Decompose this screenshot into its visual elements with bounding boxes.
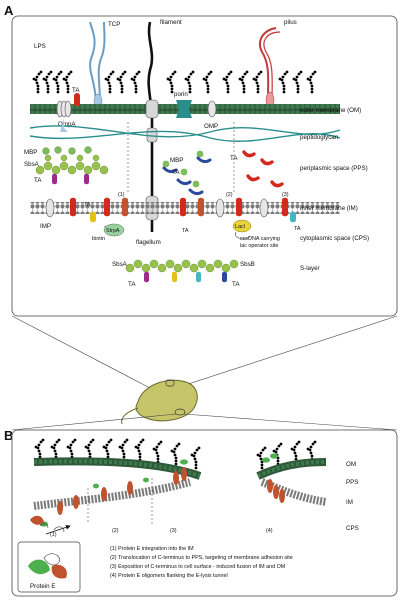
layer-slayer-label: S-layer <box>300 265 320 272</box>
s-layer-chain <box>125 259 239 273</box>
imp-protein <box>45 198 55 218</box>
zoom-line-left-b <box>11 413 177 431</box>
imp-label: IMP <box>40 223 51 230</box>
ta-im1-label: TA <box>84 202 91 208</box>
ta-im2-label: TA <box>182 228 189 234</box>
zoom-line-right-a <box>175 315 398 389</box>
pilus-label: pilus <box>284 19 297 26</box>
b-layer-pps: PPS <box>346 479 358 486</box>
mbp-ta-middle <box>162 150 212 196</box>
ta-right-label: TA <box>230 155 238 162</box>
arrow-b <box>45 524 71 535</box>
b-legend-4: (4) Protein E oligomers flanking the E-l… <box>110 573 228 579</box>
sbsa-left-label: SbsA <box>24 161 40 168</box>
cccdna-label: cccDNA carrying <box>240 236 280 242</box>
ta-teal <box>290 211 296 223</box>
sbsa-periplasm <box>35 154 109 175</box>
ta-om-label: TA <box>72 87 80 94</box>
lac-site-label: lac operator site <box>240 243 278 249</box>
ta-s-layer <box>144 271 227 283</box>
b-layer-im: IM <box>346 499 353 506</box>
tcp-label: TCP <box>108 21 120 28</box>
biotin-label: biotin <box>92 236 105 242</box>
ta-free-right <box>242 150 284 188</box>
laci-label: LacI <box>235 224 245 230</box>
ta-om-protein <box>74 93 80 107</box>
strpa-protein <box>103 223 125 237</box>
pilus-shape <box>258 27 277 105</box>
ompa-protein <box>56 100 72 118</box>
ta-pps-left <box>52 173 89 185</box>
lps-label: LPS <box>34 43 46 50</box>
ta-bl-label: TA <box>128 281 136 288</box>
panel-a-frame <box>11 15 398 317</box>
tcp-pilus <box>89 21 97 105</box>
ta-im-proteins <box>70 197 288 218</box>
sbsa-bottom-label: SbsA <box>112 261 128 268</box>
b-legend-3: (3) Exposition of C-terminus to cell sur… <box>110 564 286 570</box>
ompa-label: OmpA <box>58 121 76 128</box>
step2-label: (2) <box>226 192 233 198</box>
b-step-2: (2) <box>112 528 119 534</box>
omp-label: OMP <box>204 123 218 130</box>
porin-label: porin <box>174 91 188 98</box>
im-b-left <box>33 478 192 510</box>
layer-pg-label: peptidoglycan <box>300 134 339 141</box>
zoom-line-right-b <box>183 413 398 431</box>
ta-im4-label: TA <box>294 226 301 232</box>
b-legend-2: (2) Translocation of C-terminus to PPS, … <box>110 555 293 561</box>
porin-channel <box>176 100 192 118</box>
flagellum-label: flagellum <box>136 239 161 246</box>
protein-e-b <box>57 467 285 515</box>
bacterium-cell <box>121 379 198 425</box>
step3-label: (3) <box>282 192 289 198</box>
cccdna-loop <box>234 231 251 240</box>
strpa-label: StrpA <box>106 228 120 234</box>
layer-cps-label: cytoplasmic space (CPS) <box>300 235 369 242</box>
protein-e-label: Protein E <box>30 583 55 590</box>
ta-mid-label: TA <box>172 169 180 176</box>
layer-im-label: inner membrane (IM) <box>300 205 358 212</box>
mbp-left <box>42 146 92 155</box>
laci-protein <box>232 219 252 233</box>
im-b-right <box>260 478 327 506</box>
layer-om-label: outer membrane (OM) <box>300 107 361 114</box>
omp-protein <box>207 100 217 118</box>
flagellum-ring-om <box>145 99 159 119</box>
sbsb-bottom-label: SbsB <box>240 261 255 268</box>
panel-b-frame <box>11 429 398 597</box>
filament-label: filament <box>160 19 182 26</box>
b-legend-1: (1) Protein E integration into the IM <box>110 546 194 552</box>
ta-yellow <box>90 211 96 223</box>
panel-a-letter: A <box>4 3 14 18</box>
panel-b-letter: B <box>4 428 13 443</box>
b-step-4: (4) <box>266 528 273 534</box>
zoom-line-left-a <box>11 315 151 389</box>
layer-pps-label: periplasmic space (PPS) <box>300 165 368 172</box>
mbp-left-label: MBP <box>24 149 37 156</box>
b-step-3: (3) <box>170 528 177 534</box>
ta-br-label: TA <box>232 281 240 288</box>
b-step-1: (1) <box>50 532 57 538</box>
step1-label: (1) <box>118 192 125 198</box>
b-layer-cps: CPS <box>346 525 359 532</box>
peptidoglycan-layer <box>29 125 341 142</box>
ta-left-label: TA <box>34 177 42 184</box>
mbp-mid-label: MBP <box>170 157 183 164</box>
b-layer-om: OM <box>346 461 356 468</box>
